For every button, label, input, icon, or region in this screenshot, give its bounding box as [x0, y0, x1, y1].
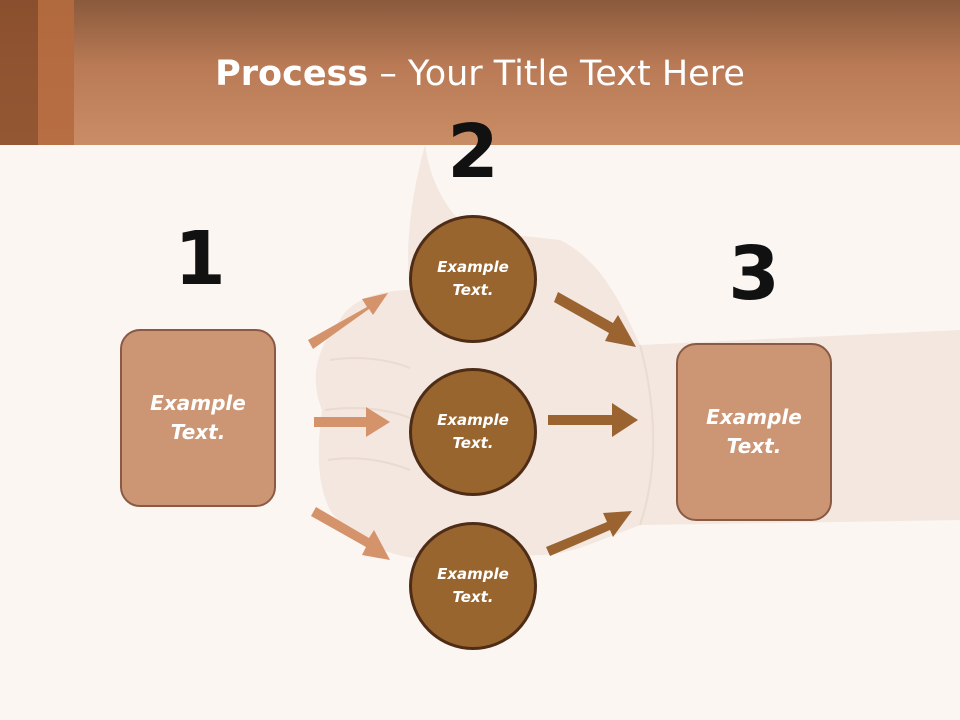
step3-label: Example Text. [706, 405, 802, 458]
arrow-top-to-step3 [554, 292, 636, 347]
header-accent-stripe [0, 0, 38, 145]
arrow-step1-to-bottom [311, 507, 390, 560]
arrow-step1-to-middle [314, 407, 390, 437]
header-accent-stripe-light [38, 0, 74, 145]
step-number-3: 3 [728, 231, 780, 317]
title-rest: – Your Title Text Here [368, 54, 745, 94]
step2-circle-bottom: Example Text. [409, 522, 537, 650]
step2-circle-label: Example Text. [437, 258, 509, 299]
step2-circle-label: Example Text. [437, 411, 509, 452]
arrow-bottom-to-step3 [546, 511, 632, 556]
step1-label: Example Text. [150, 391, 246, 444]
title-bold: Process [215, 54, 369, 94]
step2-circle-middle: Example Text. [409, 368, 537, 496]
step-number-1: 1 [174, 216, 226, 302]
slide-title: Process – Your Title Text Here [0, 52, 960, 96]
step2-circle-label: Example Text. [437, 565, 509, 606]
step2-circle-top: Example Text. [409, 215, 537, 343]
step-number-2: 2 [447, 109, 499, 195]
step1-box: Example Text. [120, 329, 276, 507]
arrow-middle-to-step3 [548, 403, 638, 437]
arrow-step1-to-top [308, 293, 388, 349]
header-bar: Process – Your Title Text Here [0, 0, 960, 145]
step3-box: Example Text. [676, 343, 832, 521]
